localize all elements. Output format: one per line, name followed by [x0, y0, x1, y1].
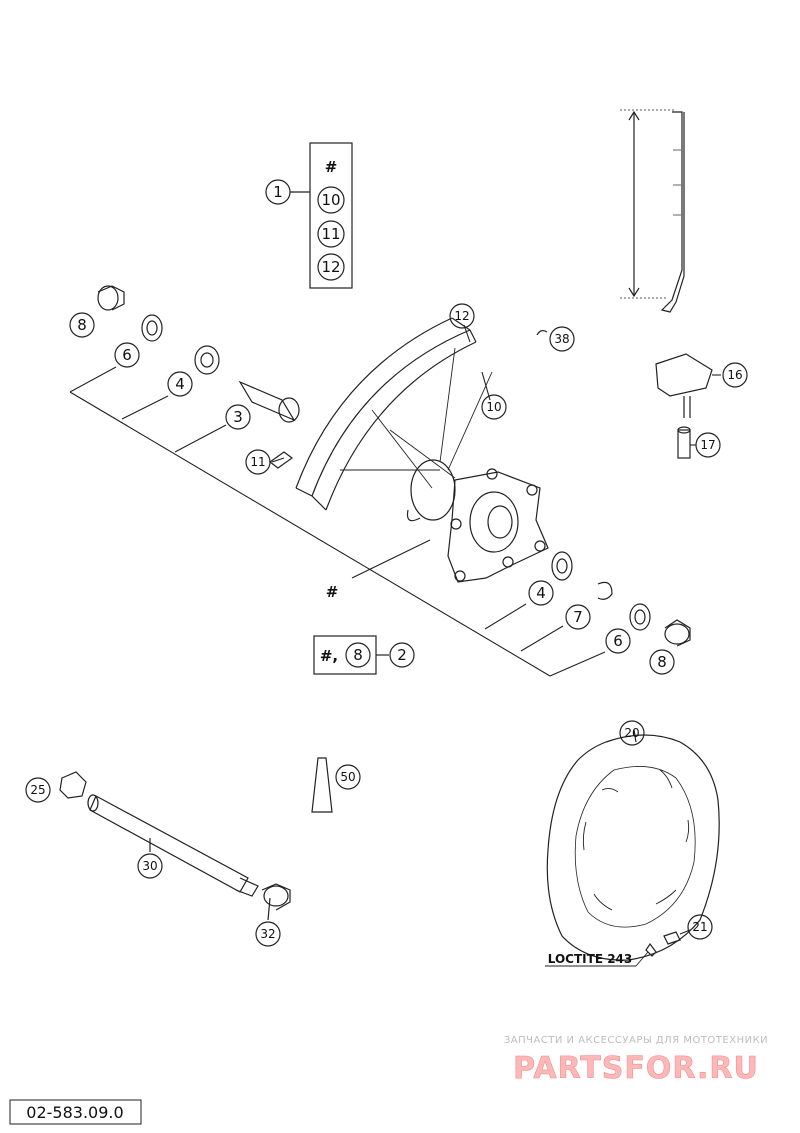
brake-disc — [545, 729, 720, 967]
callout-11: 11 — [250, 455, 265, 469]
callout-20: 20 — [624, 726, 639, 740]
callout-3: 3 — [233, 408, 243, 426]
axle-parts — [59, 771, 291, 921]
hub-hash-label: # — [326, 583, 339, 601]
kit-box-1 — [290, 142, 353, 289]
kit1-item-12: 12 — [321, 258, 340, 276]
callout-4-left: 4 — [175, 375, 185, 393]
callout-25: 25 — [30, 783, 45, 797]
doc-number: 02-583.09.0 — [26, 1103, 123, 1122]
watermark-tagline: ЗАПЧАСТИ И АКСЕССУАРЫ ДЛЯ МОТОТЕХНИКИ — [504, 1035, 768, 1046]
loctite-label: LOCTITE 243 — [548, 952, 633, 966]
callout-4-right: 4 — [536, 584, 546, 602]
wheel-hub — [406, 459, 549, 583]
callout-1: 1 — [273, 183, 283, 201]
valve-part — [655, 353, 713, 459]
circlip-part — [536, 329, 548, 336]
callout-6-left: 6 — [122, 346, 132, 364]
callout-7: 7 — [573, 608, 583, 626]
callout-38: 38 — [554, 332, 569, 346]
kit1-item-11: 11 — [321, 225, 340, 243]
callout-32: 32 — [260, 927, 275, 941]
left-bearing-parts — [97, 285, 300, 469]
right-bearing-parts — [551, 551, 691, 647]
wheel-rim — [295, 317, 477, 511]
callout-8-left: 8 — [77, 316, 87, 334]
kit1-hash: # — [325, 158, 338, 176]
kit2-item: 8 — [353, 646, 363, 664]
callout-30: 30 — [142, 859, 157, 873]
callout-2: 2 — [397, 646, 407, 664]
callout-6-right: 6 — [613, 632, 623, 650]
callout-12: 12 — [454, 309, 469, 323]
kit-box-2 — [313, 635, 389, 675]
grease-tube — [311, 757, 333, 813]
callout-8-right: 8 — [657, 653, 667, 671]
wheel-spokes — [340, 347, 493, 489]
callout-16: 16 — [727, 368, 742, 382]
callout-50: 50 — [340, 770, 355, 784]
callout-circles — [25, 179, 748, 947]
doc-number-box — [9, 1099, 142, 1125]
kit1-item-10: 10 — [321, 191, 340, 209]
watermark-brand: PARTSFOR.RU — [513, 1051, 759, 1086]
callout-21: 21 — [692, 920, 707, 934]
leader-lines — [69, 324, 721, 677]
spoke-part — [620, 109, 685, 313]
kit2-hash: #, — [320, 647, 338, 665]
callout-17: 17 — [700, 438, 715, 452]
callout-10: 10 — [486, 400, 501, 414]
